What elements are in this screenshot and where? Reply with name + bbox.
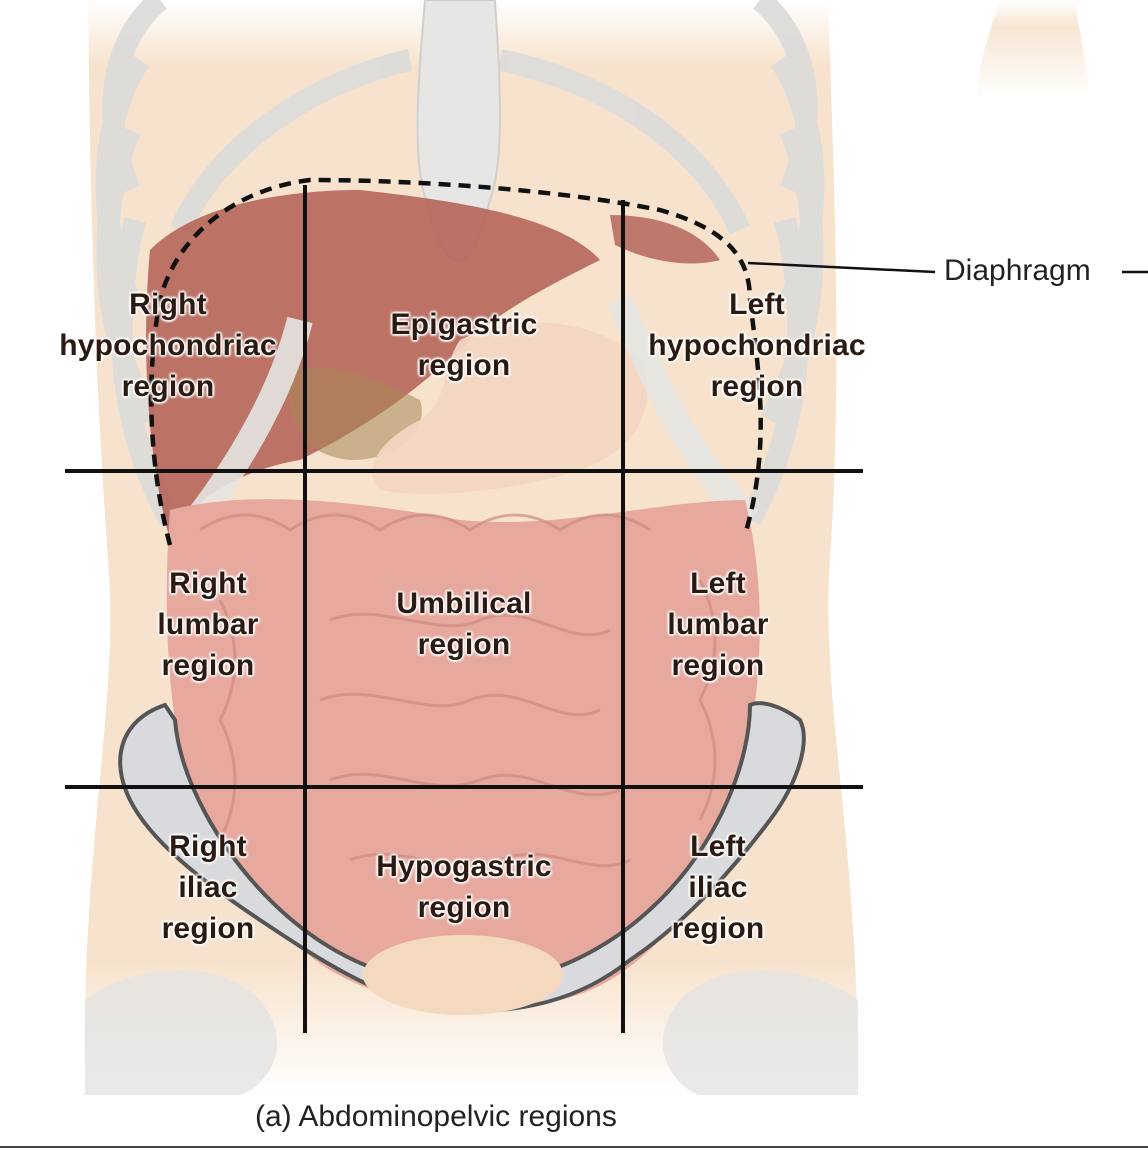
bottom-divider (0, 1146, 1148, 1148)
diaphragm-callout: Diaphragm (944, 254, 1091, 287)
label-line: Left (690, 567, 746, 600)
hypogastric-label: Hypogastric region (376, 846, 552, 928)
label-line: region (671, 912, 765, 945)
ribcage (95, 0, 825, 526)
right-iliac-label: Right iliac region (162, 826, 255, 949)
label-line: lumbar (667, 608, 769, 641)
left-hypochondriac-label: Left hypochondriac region (648, 284, 866, 407)
left-iliac-label: Left iliac region (672, 826, 765, 949)
right-hypochondriac-label: Right hypochondriac region (59, 284, 277, 407)
colon-bumps (199, 513, 717, 868)
label-line: region (710, 370, 804, 403)
region-grid (65, 185, 863, 1033)
figure-caption: (a) Abdominopelvic regions (255, 1100, 617, 1133)
epigastric-label: Epigastric region (390, 304, 537, 386)
arm-shape (977, 0, 1089, 330)
label-line: Right (169, 567, 247, 600)
left-lumbar-label: Left lumbar region (667, 563, 768, 686)
label-line: Epigastric (390, 308, 538, 341)
gallbladder (289, 367, 422, 460)
label-line: region (161, 649, 255, 682)
right-lumbar-label: Right lumbar region (157, 563, 258, 686)
umbilical-label: Umbilical region (396, 583, 531, 665)
label-line: region (417, 891, 511, 924)
label-line: hypochondriac (648, 329, 866, 362)
intestines (166, 499, 760, 1010)
hip-bones (85, 970, 858, 1095)
diaphragm-line (149, 177, 763, 546)
label-line: hypochondriac (59, 329, 277, 362)
label-line: Umbilical (396, 587, 532, 620)
bladder (363, 935, 563, 1015)
label-line: Hypogastric (376, 850, 552, 883)
label-line: region (121, 370, 215, 403)
label-line: Right (169, 830, 247, 863)
label-line: iliac (688, 871, 748, 904)
label-line: iliac (178, 871, 238, 904)
stomach (372, 322, 648, 494)
liver (146, 190, 600, 540)
label-line: Left (729, 288, 785, 321)
diaphragm-leader (747, 261, 936, 274)
label-line: region (161, 912, 255, 945)
costal-margin-left (607, 295, 760, 530)
label-line: Right (129, 288, 207, 321)
spleen (610, 215, 720, 264)
label-line: region (671, 649, 765, 682)
label-line: region (417, 349, 511, 382)
label-line: lumbar (157, 608, 259, 641)
label-line: region (417, 628, 511, 661)
label-line: Left (690, 830, 746, 863)
